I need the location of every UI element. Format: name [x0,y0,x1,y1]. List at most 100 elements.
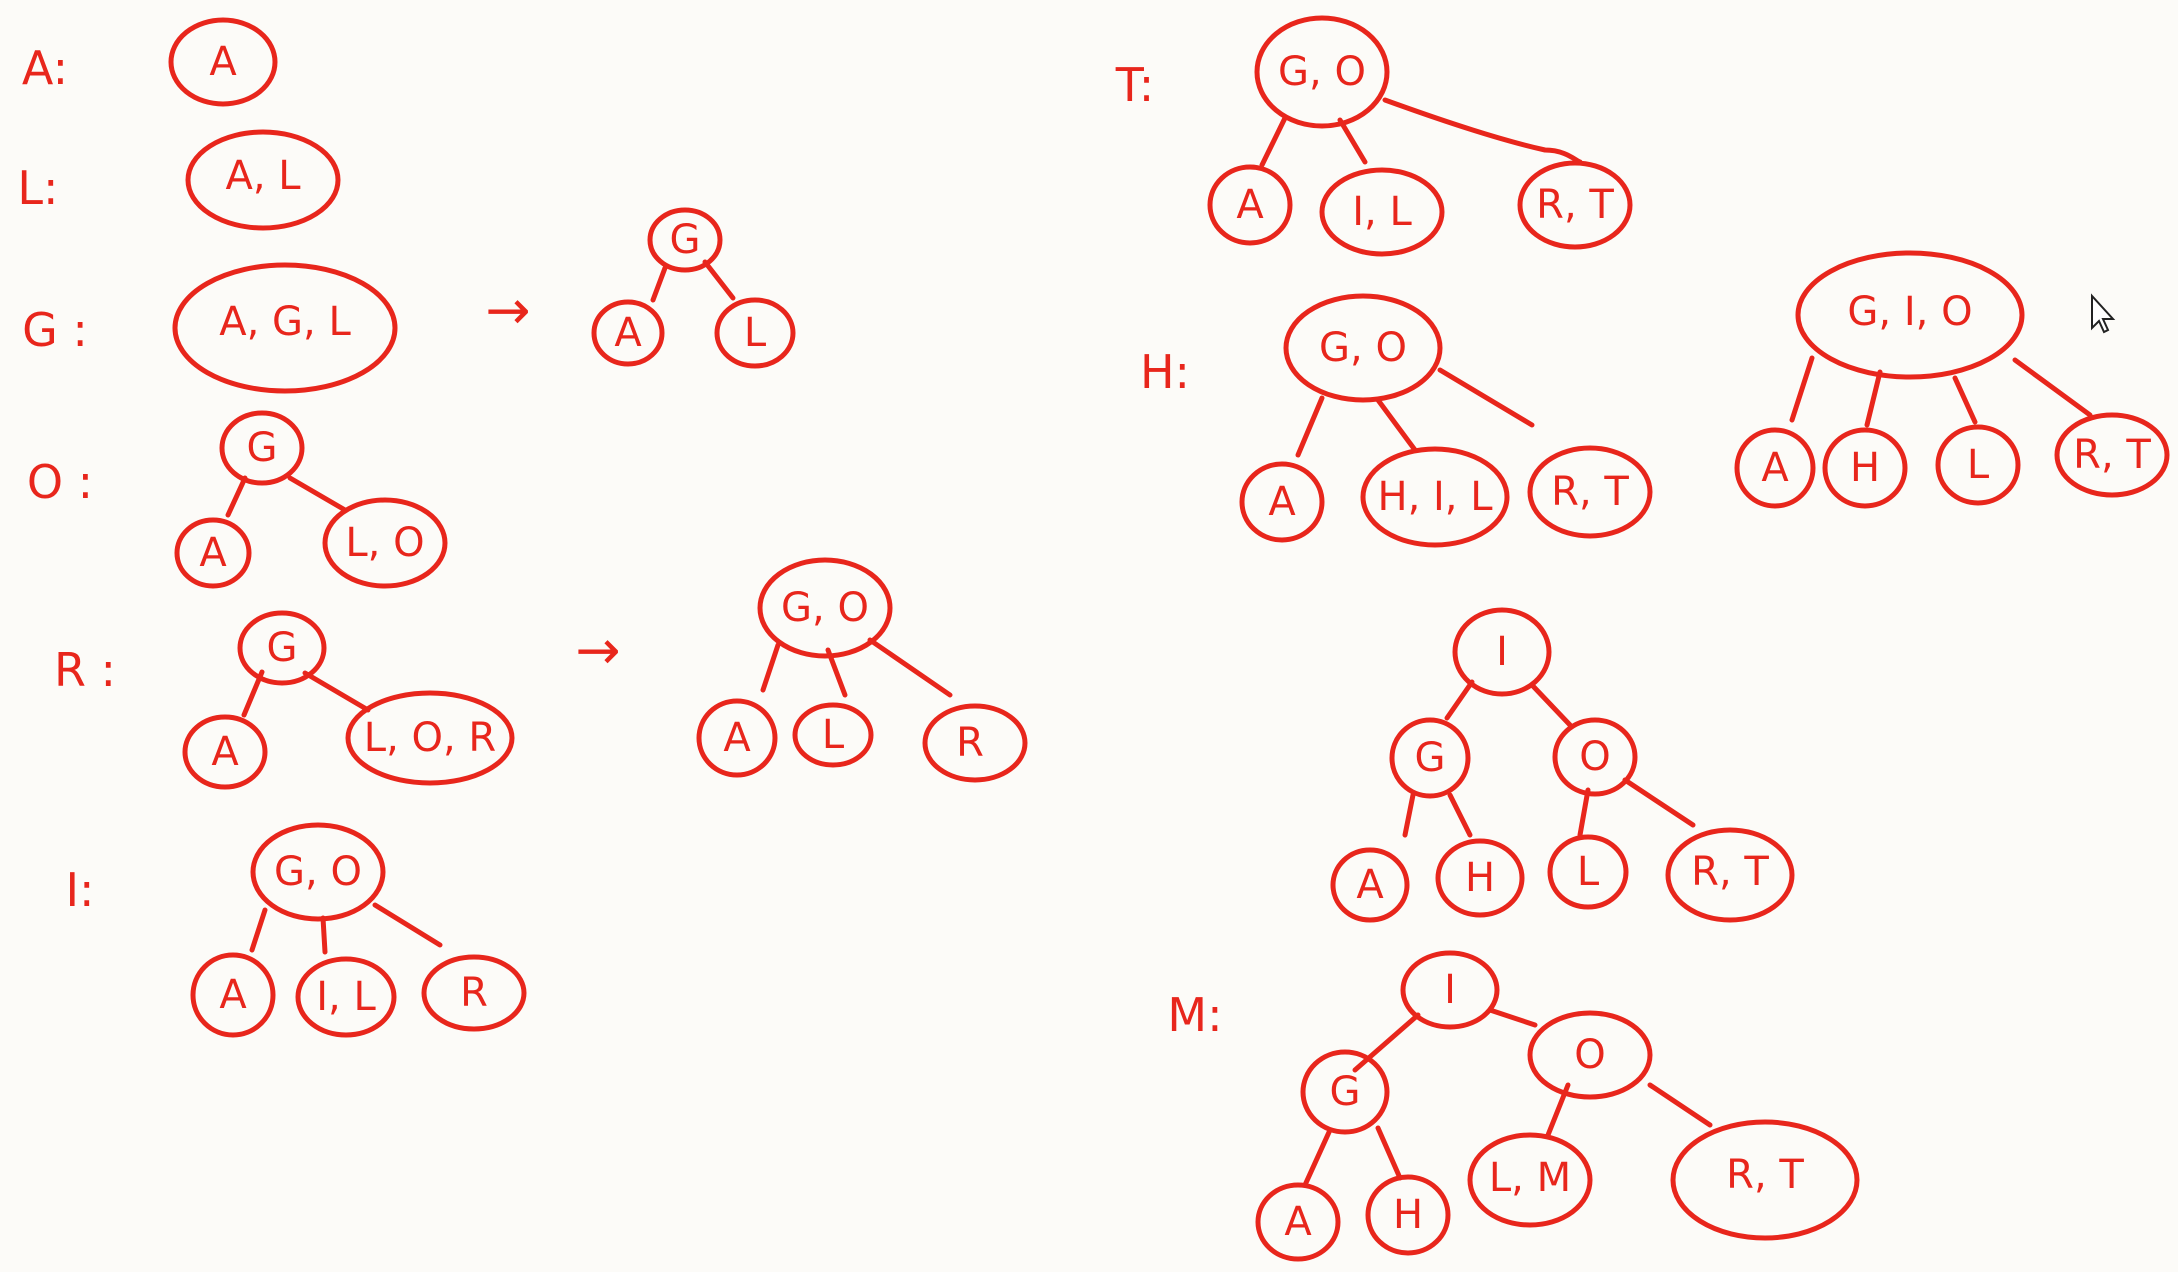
step-label-i: I: [65,863,94,917]
tree-edge [1447,792,1473,838]
node-key-label: R, T [1726,1152,1804,1198]
node-key-label: H [1850,445,1880,491]
tree-node [1665,827,1795,923]
node-key-label: L [1577,849,1600,895]
tree-edge [372,902,443,948]
node-key-label: G [1330,1069,1361,1115]
step-label-h: H: [1140,345,1190,399]
node-key-label: L [822,712,845,758]
node-key-label: G, O [274,849,362,895]
tree-node [1452,607,1552,697]
tree-edge [2012,357,2093,418]
tree-node [1207,164,1293,246]
step-label-o: O : [27,455,93,509]
mouse-pointer-icon [2091,293,2116,334]
tree-node [1239,461,1325,543]
tree-step-h-final: I G O A H L R, T [1330,607,1795,923]
tree-edge [867,637,953,698]
node-key-label: L [1967,442,1990,488]
step-label-r: R : [54,643,116,697]
tree-edge [760,642,781,693]
tree-node [1670,1119,1860,1241]
node-key-label: A [614,310,642,356]
node-key-label: G [670,217,701,263]
tree-edge [1437,367,1535,428]
tree-edge [302,670,371,713]
node-key-label: G [1415,735,1446,781]
node-key-label: R [956,720,984,766]
tree-node [1300,1049,1390,1135]
tree-node [1547,834,1629,910]
tree-node [190,952,276,1038]
node-key-label: H [1465,855,1495,901]
tree-node [792,702,874,768]
tree-node [1283,293,1443,403]
tree-step-g-overflow: A, G, L [172,262,398,394]
step-label-m: M: [1167,988,1222,1042]
tree-node [295,956,397,1038]
tree-step-h-overflow: G, O A H, I, L R, T [1239,293,1653,548]
tree-step-m: I G O A H L, M R, T [1255,950,1860,1262]
tree-edge [1352,1012,1421,1073]
tree-edge [1577,787,1591,838]
tree-step-r-split: G, O A L R [696,557,1028,783]
node-key-label: A [1761,445,1789,491]
node-key-label: A [219,972,247,1018]
node-key-label: L, O [345,520,424,566]
step-label-a: A: [22,41,68,95]
node-key-label: L, M [1489,1155,1571,1201]
step-label-l: L: [17,161,58,215]
tree-node [168,17,278,107]
node-key-label: G, I, O [1847,289,1972,335]
node-key-label: A [1236,182,1264,228]
tree-node [1254,15,1390,129]
tree-edge [1382,97,1583,165]
tree-step-a: A [168,17,278,107]
tree-node [1255,1182,1341,1262]
tree-edge [1302,1127,1333,1188]
node-key-label: L, O, R [364,715,496,761]
tree-edge [1529,682,1573,728]
tree-edge [650,265,668,303]
tree-step-r-overflow: G A L, O, R [182,610,515,790]
tree-step-h-split: G, I, O A H L R, T [1734,250,2170,509]
node-key-label: H, I, L [1377,474,1493,520]
tree-node [2054,412,2170,498]
tree-edge [1259,115,1288,168]
tree-node [1527,445,1653,539]
node-key-label: G [267,625,298,671]
tree-step-g-split: G A L [591,207,796,369]
node-key-label: R [460,970,488,1016]
tree-node [250,822,386,922]
node-key-label: O [1579,734,1610,780]
node-key-label: G [247,425,278,471]
tree-edge [1402,792,1416,838]
tree-edge [1864,369,1883,428]
tree-node [345,690,515,786]
tree-node [757,557,893,659]
tree-node [647,207,723,273]
node-key-label: I [1496,629,1508,675]
node-key-label: G, O [1278,49,1366,95]
tree-node [1365,1174,1451,1256]
tree-step-i: G, O A I, L R [190,822,527,1038]
node-key-label: I [1444,967,1456,1013]
split-arrow-icon: → [485,279,530,342]
node-key-label: H [1393,1192,1423,1238]
tree-node [172,262,398,394]
node-key-label: L [744,310,767,356]
tree-edge [1622,777,1696,828]
tree-edge [1375,1125,1403,1181]
tree-node [696,698,778,778]
node-key-label: O [1574,1032,1605,1078]
tree-node [1552,717,1638,797]
tree-node [1330,847,1410,923]
tree-node [1319,167,1445,257]
tree-node [1435,838,1525,918]
tree-node [174,517,252,589]
step-label-g: G : [22,303,88,357]
tree-edge [1444,679,1475,721]
node-key-label: R, T [1551,469,1629,515]
tree-node [1527,1010,1653,1100]
